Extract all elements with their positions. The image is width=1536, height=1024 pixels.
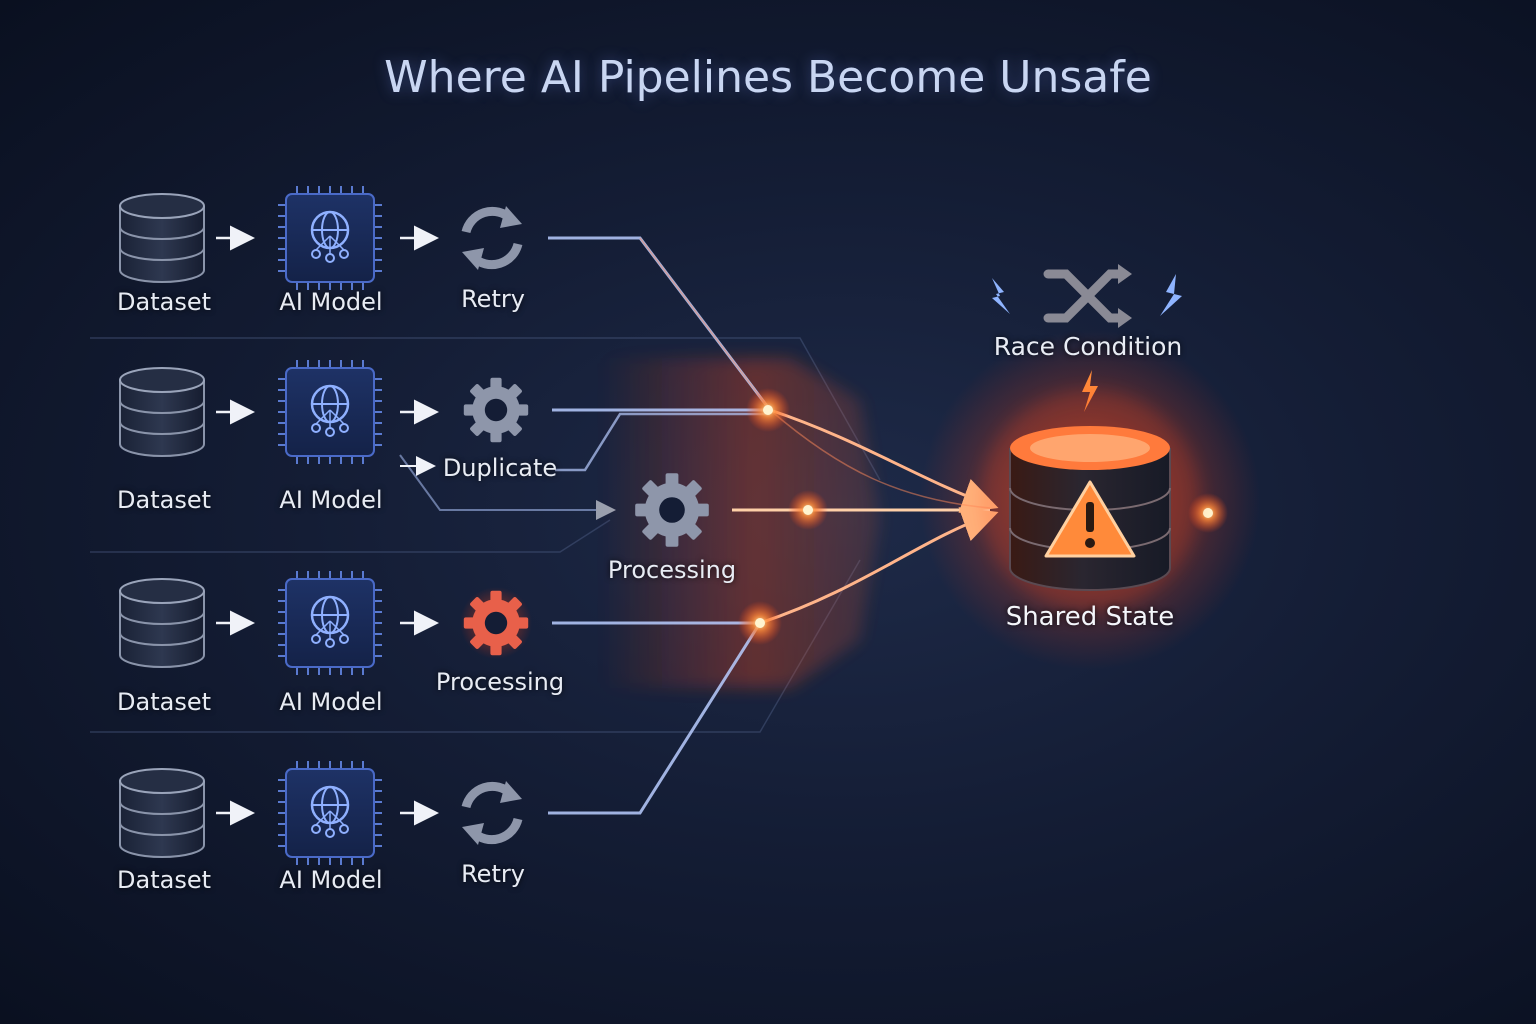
collision-band — [600, 358, 880, 688]
flow-line-row4 — [548, 622, 762, 815]
branch-step-label: Processing — [607, 556, 737, 584]
retry-icon — [461, 781, 523, 845]
gear-icon — [635, 473, 709, 547]
ai-model-label: AI Model — [279, 288, 383, 316]
collision-point — [746, 388, 790, 432]
dataset-label: Dataset — [117, 288, 211, 316]
step-label: Processing — [435, 668, 565, 696]
retry-icon — [461, 206, 523, 270]
lightning-icon — [1160, 274, 1182, 316]
database-icon — [119, 578, 205, 668]
database-icon — [119, 193, 205, 283]
dataset-label: Dataset — [117, 688, 211, 716]
collision-point — [738, 601, 782, 645]
shared-state-label: Shared State — [1005, 602, 1175, 632]
gear-icon — [463, 590, 529, 656]
ai-model-label: AI Model — [279, 486, 383, 514]
gear-icon — [635, 473, 709, 547]
row-separator — [90, 519, 611, 553]
ai-model-label: AI Model — [279, 688, 383, 716]
ai-chip-icon — [278, 571, 382, 675]
flow-line-branch — [399, 454, 616, 520]
dataset-label: Dataset — [117, 866, 211, 894]
page-title: Where AI Pipelines Become Unsafe — [384, 52, 1152, 103]
dataset-label: Dataset — [117, 486, 211, 514]
database-warning-icon — [980, 390, 1200, 610]
ai-chip-icon — [278, 761, 382, 865]
shuffle-icon — [1043, 264, 1132, 328]
database-icon — [119, 768, 205, 858]
step-label: Retry — [461, 860, 525, 888]
database-icon — [119, 367, 205, 457]
flow-line-duplicate — [555, 412, 770, 472]
converge-line — [759, 507, 999, 625]
lightning-icon — [992, 278, 1010, 314]
ai-chip-icon — [278, 186, 382, 290]
race-condition-label: Race Condition — [993, 332, 1183, 361]
ai-chip-icon — [278, 360, 382, 464]
ai-model-label: AI Model — [279, 866, 383, 894]
gear-icon — [463, 377, 529, 443]
converge-line — [769, 408, 999, 513]
step-label: Duplicate — [442, 454, 558, 482]
collision-point — [788, 490, 828, 530]
step-label: Retry — [461, 285, 525, 313]
